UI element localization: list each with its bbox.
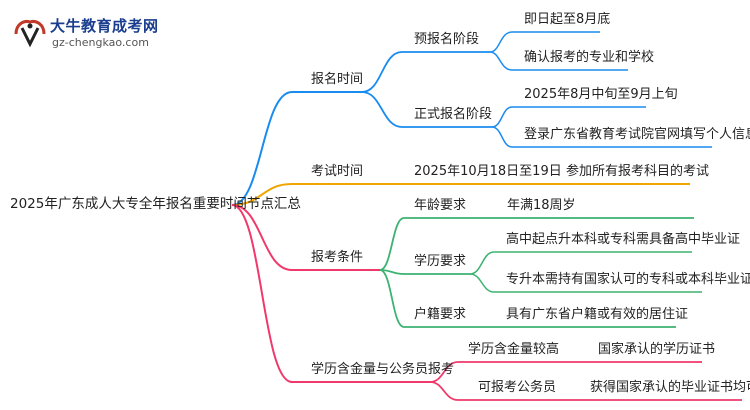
high-value-item: 国家承认的学历证书 <box>598 342 716 357</box>
age-requirement-label: 年龄要求 <box>414 198 467 213</box>
formal-registration-item: 2025年8月中旬至9月上旬 <box>524 87 678 102</box>
civil-service-item: 获得国家承认的毕业证书均可报考 <box>590 380 750 395</box>
connector-req-res <box>379 269 405 328</box>
connector-root-requirements <box>231 204 293 271</box>
root-title: 2025年广东成人大专全年报名重要时间节点汇总 <box>10 196 301 212</box>
residence-requirement-item: 具有广东省户籍或有效的居住证 <box>506 307 689 322</box>
logo-subtitle: gz-chengkao.com <box>52 36 149 49</box>
age-requirement-item: 年满18周岁 <box>507 198 576 213</box>
branch-exam-time: 考试时间 <box>311 164 364 179</box>
branch-requirements: 报考条件 <box>311 250 364 265</box>
branch-registration-time: 报名时间 <box>311 72 364 87</box>
connector-formal-2 <box>491 126 513 148</box>
pre-registration-label: 预报名阶段 <box>414 32 480 47</box>
connector-root-exam <box>231 183 293 206</box>
education-requirement-item: 高中起点升本科或专科需具备高中毕业证 <box>506 232 741 247</box>
connector-registration-pre <box>361 51 403 93</box>
connector-pre-2 <box>489 51 513 71</box>
logo-title: 大牛教育成考网 <box>50 17 159 35</box>
connector-registration-formal <box>361 91 403 128</box>
pre-registration-item: 确认报考的专业和学校 <box>524 50 655 65</box>
pre-registration-item: 即日起至8月底 <box>524 12 611 27</box>
formal-registration-label: 正式报名阶段 <box>414 107 493 122</box>
bull-logo-icon <box>14 20 46 48</box>
connector-formal-1 <box>491 106 513 128</box>
branch-value: 学历含金量与公务员报考 <box>311 362 455 377</box>
connector-edu-2 <box>469 273 495 293</box>
education-requirement-item: 专升本需持有国家认可的专科或本科毕业证 <box>506 272 750 287</box>
exam-date: 2025年10月18日至19日 <box>414 164 562 179</box>
connector-value-civil <box>429 381 459 401</box>
high-value-label: 学历含金量较高 <box>468 342 560 357</box>
connector-root-value <box>231 204 293 383</box>
logo: 大牛教育成考网 gz-chengkao.com <box>12 14 162 54</box>
connector-pre-1 <box>489 31 513 53</box>
connector-root-registration <box>231 91 293 206</box>
exam-note: 参加所有报考科目的考试 <box>566 164 710 179</box>
residence-requirement-label: 户籍要求 <box>414 307 467 322</box>
connector-req-age <box>379 217 405 271</box>
connector-edu-1 <box>469 251 495 275</box>
education-requirement-label: 学历要求 <box>414 254 467 269</box>
civil-service-label: 可报考公务员 <box>478 380 557 395</box>
formal-registration-item: 登录广东省教育考试院官网填写个人信息 <box>524 127 750 142</box>
